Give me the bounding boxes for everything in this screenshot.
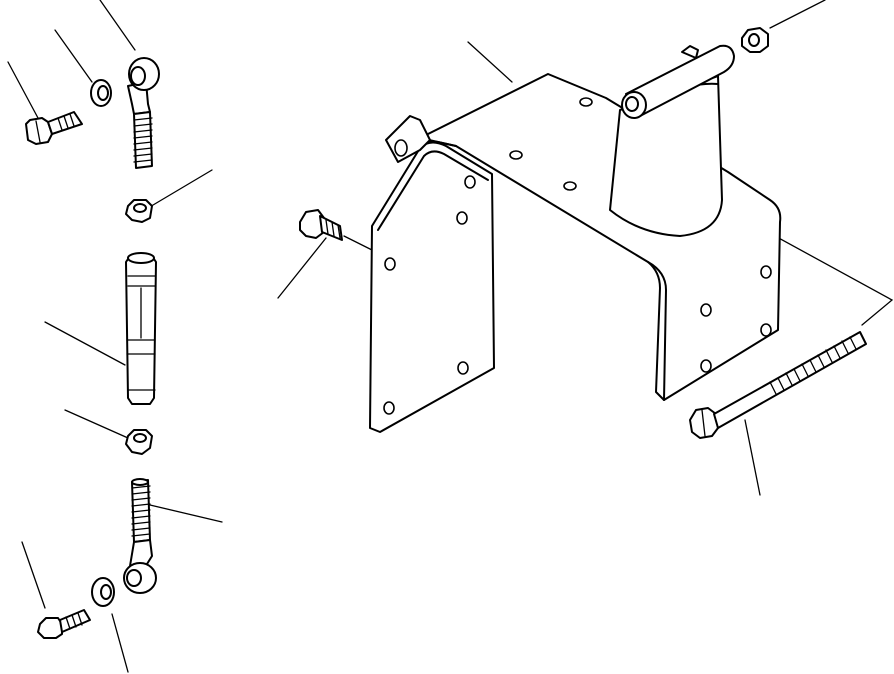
leader-line-bracket [467,41,513,83]
bracket-hole [760,265,772,279]
bracket-hole [563,181,577,191]
leader-line-bracket-mount-bolt-axis [343,235,373,251]
bolt-thread [65,612,83,630]
nut-lower [125,429,153,455]
bolt-shank [319,215,343,241]
washer-hole [100,584,112,600]
bracket-hole [579,97,593,107]
bolt-thread [325,219,341,239]
hex-bolt-icon [37,617,63,639]
leader-line-nut-upper [147,169,213,209]
bracket-hole [456,211,468,225]
washer-upper-left [90,79,112,107]
leader-line-bolt-lower-left [21,541,46,609]
leader-line-ball-joint-upper [99,0,136,51]
lever-grease-fitting [681,45,699,59]
lever-boss [625,44,735,117]
lever-boss-bore [625,96,639,112]
leader-line-washer-lower-left [111,613,129,673]
bolt-upper-left [25,111,83,145]
leader-line-washer-upper-left [54,29,93,83]
bracket-right-edge [647,261,667,401]
long-bolt-thread [769,336,857,395]
washer-hole [97,85,109,101]
thread-marks-upper [133,117,153,163]
bracket-hole [383,401,395,415]
ball-joint-upper [127,57,160,169]
bracket-hole [700,303,712,317]
leader-line-turnbuckle-rod [44,321,126,366]
leader-line-long-bolt [744,419,761,496]
bracket-hole [760,323,772,337]
thread-top-face [131,478,149,486]
bracket-hole [384,257,396,271]
bolt-head-edge [35,120,41,143]
leader-line-bracket-mount-bolt [277,237,327,299]
flange-nut-bore [748,33,760,47]
pivot-lever [609,44,735,237]
bracket-mount-bolt [299,209,343,241]
bracket-left-plate [369,141,495,433]
rod-end-eye [130,66,146,86]
bracket-left-plate-inner [377,150,489,231]
nut-upper [125,199,153,223]
bracket-hole [464,175,476,189]
leader-line-flange-nut [769,0,826,29]
nut-bore [133,203,147,213]
rod-top-face [127,252,155,264]
bolt-head-edge [701,409,706,437]
thread-marks-lower [131,485,151,537]
leader-line-ball-joint-lower [149,504,223,523]
washer-lower-left [91,577,115,607]
leader-line-bolt-upper-left [7,61,39,119]
leader-line-nut-lower [64,409,129,439]
flange-nut [741,27,769,53]
bracket-hole [457,361,469,375]
turnbuckle-rod [125,252,157,405]
bracket-hole [509,150,523,160]
bolt-shank [59,609,91,633]
long-pivot-bolt [689,331,867,439]
bracket-hole [700,359,712,373]
ball-joint-lower [123,478,157,594]
tab-hole [394,139,408,157]
rod-end-eye [126,569,142,587]
rod-end-thread-upper [133,111,153,169]
bolt-thread [57,113,75,131]
bolt-shank [47,111,83,135]
bolt-lower-left [37,609,91,639]
nut-bore [133,433,147,443]
